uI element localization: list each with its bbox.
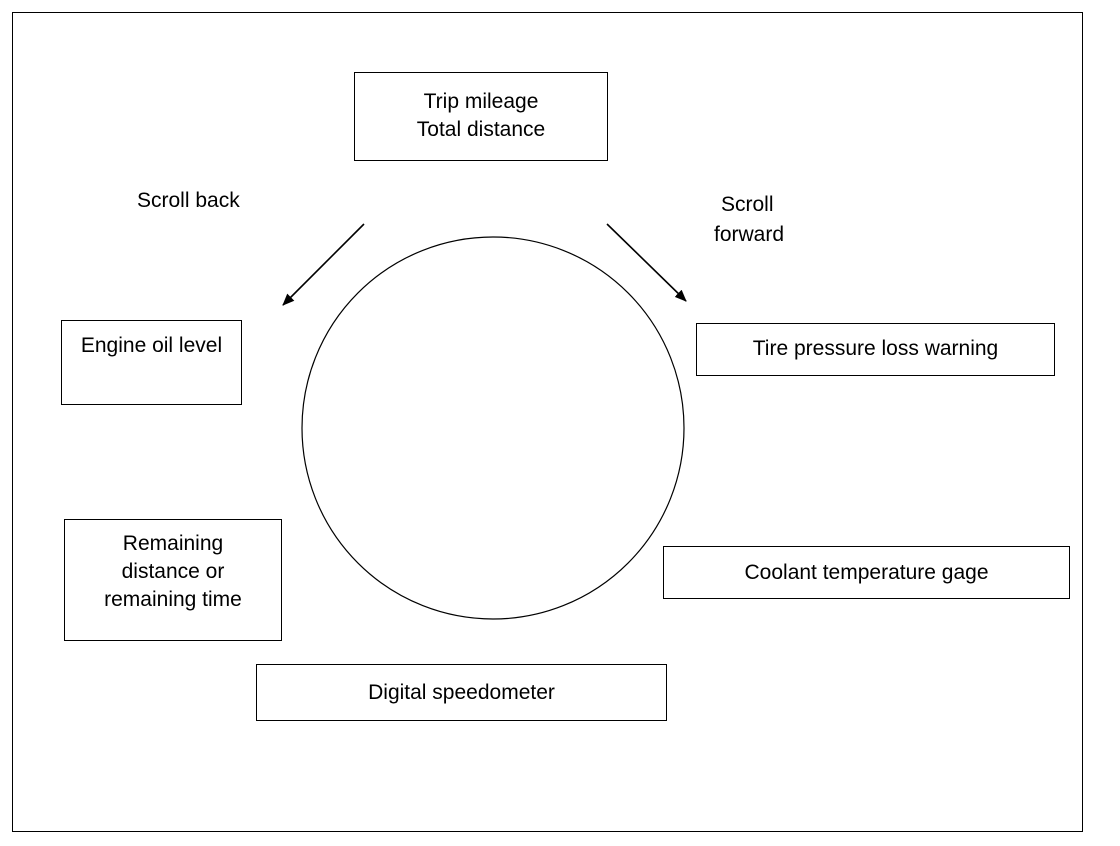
scroll-back-arrow (282, 223, 365, 306)
trip-mileage-label: Trip mileage (423, 90, 539, 113)
engine-oil-level-label: Engine oil level (80, 334, 223, 357)
engine-oil-level-box: Engine oil level (61, 320, 242, 405)
coolant-temperature-box: Coolant temperature gage (663, 546, 1070, 599)
scroll-label: Scroll (721, 193, 774, 216)
scroll-back-label: Scroll back (137, 189, 240, 212)
coolant-temperature-label: Coolant temperature gage (744, 561, 989, 584)
digital-speedometer-box: Digital speedometer (256, 664, 667, 721)
remaining-label: Remaining (122, 532, 224, 555)
distance-or-label: distance or (121, 560, 225, 583)
remaining-distance-box: Remaining distance or remaining time (64, 519, 282, 641)
remaining-time-label: remaining time (104, 588, 242, 611)
total-distance-label: Total distance (416, 118, 546, 141)
scroll-forward-arrow (606, 223, 687, 302)
forward-label: forward (714, 223, 785, 246)
trip-mileage-box: Trip mileage Total distance (354, 72, 608, 161)
digital-speedometer-label: Digital speedometer (368, 681, 555, 704)
tire-pressure-box: Tire pressure loss warning (696, 323, 1055, 376)
scroll-forward-label: Scroll forward (714, 190, 784, 250)
cycle-circle (301, 236, 685, 620)
tire-pressure-label: Tire pressure loss warning (752, 337, 999, 360)
diagram-frame (12, 12, 1083, 832)
